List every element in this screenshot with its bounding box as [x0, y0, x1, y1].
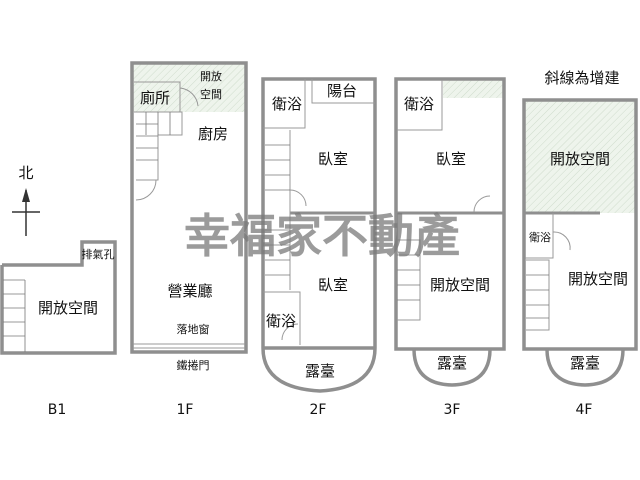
- 4f-terrace-label: 露臺: [570, 354, 600, 372]
- b1-open-space-label: 開放空間: [38, 299, 98, 317]
- floor-label-1f: 1F: [177, 402, 194, 418]
- 1f-open-label-2: 空間: [200, 87, 222, 101]
- north-arrow-icon: [12, 188, 40, 236]
- floor-label-2f: 2F: [310, 402, 327, 418]
- 2f-balcony-label: 陽台: [327, 82, 357, 100]
- 2f-bath-label-2: 衛浴: [266, 312, 296, 330]
- 1f-toilet-label: 廁所: [140, 89, 170, 107]
- 2f-bedroom-label-2: 臥室: [318, 276, 348, 294]
- watermark: 幸福家不動產: [184, 209, 460, 263]
- 4f-open-space-label-1: 開放空間: [550, 150, 610, 168]
- floor-label-3f: 3F: [444, 402, 461, 418]
- floor-label-4f: 4F: [576, 402, 593, 418]
- b1-vent-label: 排氣孔: [82, 247, 115, 261]
- floor-1f-plan: [130, 61, 248, 354]
- 3f-bath-label: 衛浴: [404, 95, 434, 113]
- 1f-open-label-1: 開放: [200, 69, 222, 83]
- addition-note: 斜線為增建: [544, 69, 619, 87]
- 3f-bedroom-label: 臥室: [436, 150, 466, 168]
- 1f-hall-label: 營業廳: [167, 282, 212, 300]
- 4f-bath-label: 衛浴: [529, 231, 551, 244]
- floor-b1-plan: [0, 240, 117, 355]
- floor-4f-plan: [522, 98, 638, 387]
- 3f-terrace-label: 露臺: [437, 354, 467, 372]
- floor-label-b1: B1: [48, 402, 67, 418]
- 1f-shutter-label: 鐵捲門: [177, 358, 210, 372]
- 2f-bedroom-label-1: 臥室: [318, 150, 348, 168]
- 1f-window-label: 落地窗: [177, 322, 210, 336]
- 1f-kitchen-label: 廚房: [198, 125, 228, 143]
- 2f-terrace-label: 露臺: [305, 362, 335, 380]
- floor-3f-plan: [394, 77, 506, 387]
- 3f-open-space-label: 開放空間: [430, 276, 490, 294]
- 2f-bath-label-1: 衛浴: [272, 95, 302, 113]
- floor-2f-plan: [261, 77, 377, 393]
- 4f-open-space-label-2: 開放空間: [568, 270, 628, 288]
- compass-north-label: 北: [18, 164, 33, 182]
